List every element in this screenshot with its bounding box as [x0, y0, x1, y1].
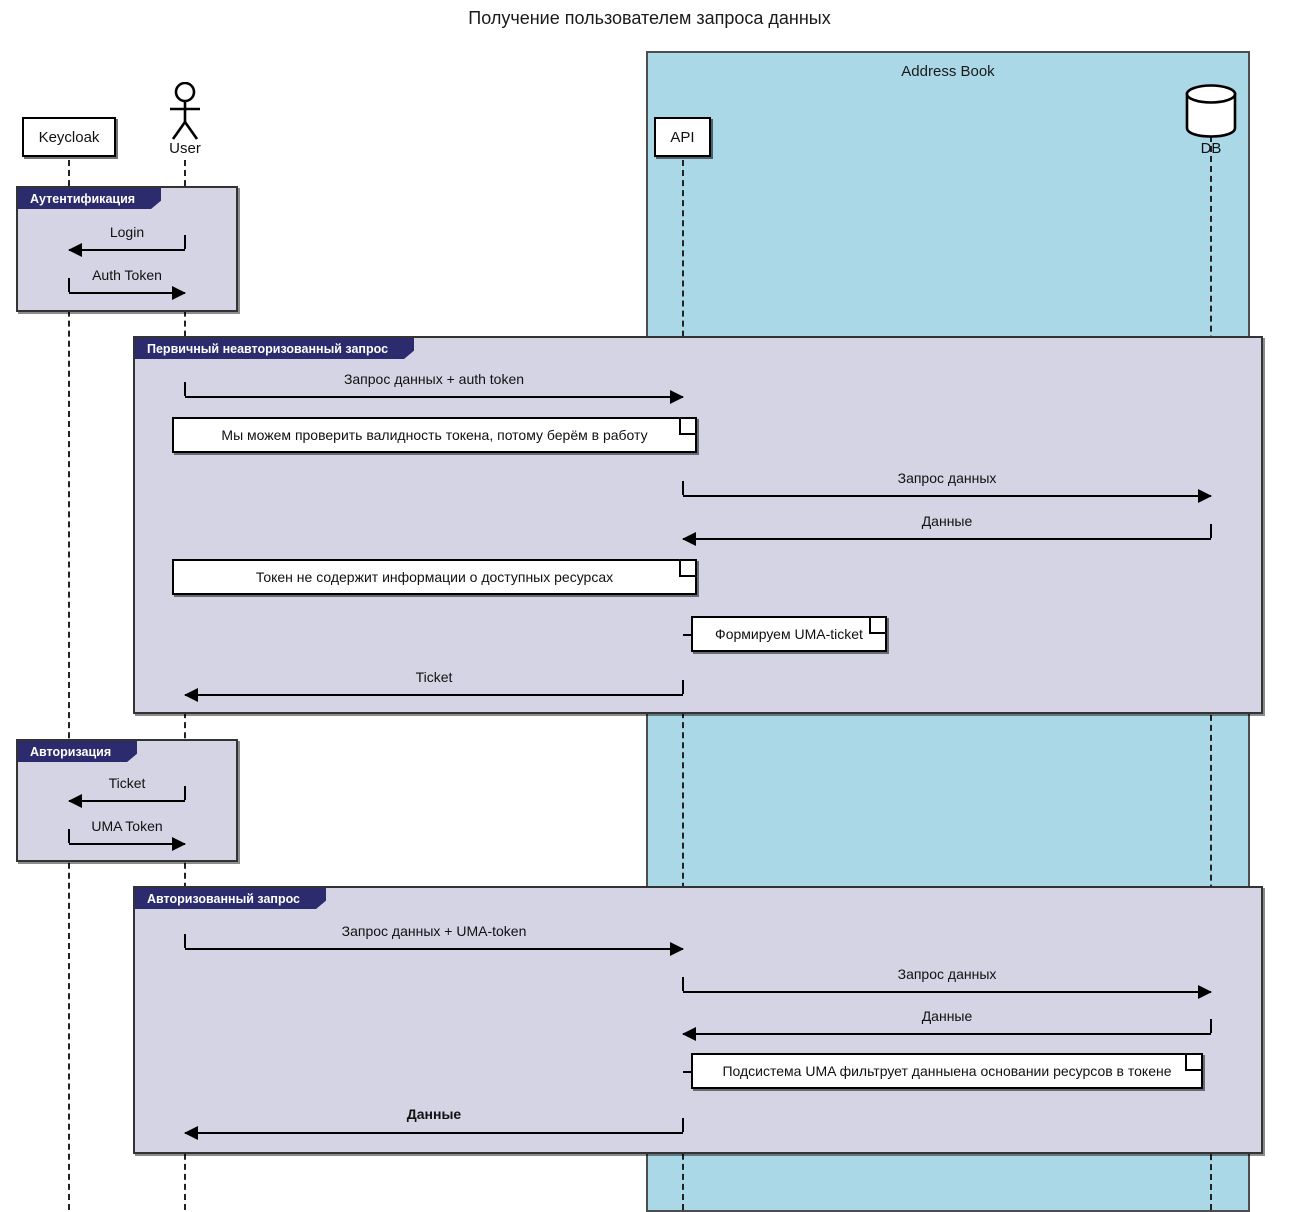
note-fold-icon: [1185, 1053, 1203, 1071]
message-data-request-uma-token-line: [185, 948, 683, 950]
message-db-data-2-arrowhead: [682, 1027, 696, 1041]
lifeline-keycloak: [68, 160, 70, 1210]
message-final-data-arrowhead: [184, 1126, 198, 1140]
message-auth-token-arrowhead: [172, 286, 186, 300]
message-db-data-1-arrowhead: [682, 532, 696, 546]
message-final-data-label: Данные: [406, 1106, 462, 1122]
message-db-data-1-stub: [1210, 524, 1212, 538]
note-uma-filter-text: Подсистема UMA фильтрует данныена основа…: [722, 1063, 1172, 1079]
message-ticket-to-keycloak-stub: [184, 786, 186, 800]
note-no-resources: Токен не содержит информации о доступных…: [172, 559, 697, 595]
message-ticket-to-user-stub: [682, 680, 684, 694]
fragment-label-authentication: Аутентификация: [18, 188, 161, 209]
database-db-icon[interactable]: [1183, 83, 1239, 139]
message-ticket-to-keycloak-label: Ticket: [108, 775, 146, 791]
note-uma-ticket-text: Формируем UMA-ticket: [715, 626, 863, 642]
message-db-request-1-arrowhead: [1198, 489, 1212, 503]
message-data-request-uma-token-label: Запрос данных + UMA-token: [341, 923, 527, 939]
actor-user-icon[interactable]: [161, 82, 209, 142]
participant-keycloak-label: Keycloak: [38, 128, 100, 146]
message-uma-token-arrowhead: [172, 837, 186, 851]
page-title: Получение пользователем запроса данных: [468, 8, 831, 28]
fragment-label-authorization: Авторизация: [18, 741, 137, 762]
message-ticket-to-keycloak-arrowhead: [68, 794, 82, 808]
message-login-label: Login: [109, 224, 145, 240]
message-login-line: [69, 249, 185, 251]
message-data-request-auth-token-line: [185, 396, 683, 398]
message-ticket-to-user-label: Ticket: [415, 669, 453, 685]
message-data-request-uma-token-stub: [184, 934, 186, 948]
message-login-arrowhead: [68, 243, 82, 257]
fragment-authorization: Авторизация: [16, 739, 238, 862]
note-fold-icon: [679, 559, 697, 577]
message-ticket-to-user-arrowhead: [184, 688, 198, 702]
note-fold-icon: [679, 417, 697, 435]
note-uma-ticket-connector: [683, 634, 695, 636]
message-uma-token-label: UMA Token: [91, 818, 163, 834]
message-uma-token-line: [69, 843, 185, 845]
participant-api[interactable]: API: [654, 117, 711, 157]
message-db-request-1-label: Запрос данных: [897, 470, 997, 486]
participant-user-label: User: [169, 140, 201, 157]
message-data-request-uma-token-arrowhead: [670, 942, 684, 956]
note-token-valid-text: Мы можем проверить валидность токена, по…: [221, 427, 648, 443]
message-db-request-2-line: [683, 991, 1211, 993]
message-data-request-auth-token-arrowhead: [670, 390, 684, 404]
message-db-data-1-line: [683, 538, 1211, 540]
message-db-request-1-stub: [682, 481, 684, 495]
message-db-data-2-label: Данные: [921, 1008, 973, 1024]
message-login-stub: [184, 235, 186, 249]
participant-db-label: DB: [1200, 140, 1222, 157]
message-data-request-auth-token-stub: [184, 382, 186, 396]
participant-api-label: API: [670, 128, 695, 146]
message-db-request-2-label: Запрос данных: [897, 966, 997, 982]
message-ticket-to-keycloak-line: [69, 800, 185, 802]
note-uma-filter: Подсистема UMA фильтрует данныена основа…: [691, 1053, 1203, 1089]
message-db-request-2-arrowhead: [1198, 985, 1212, 999]
message-final-data-line: [185, 1132, 683, 1134]
note-token-valid: Мы можем проверить валидность токена, по…: [172, 417, 697, 453]
note-no-resources-text: Токен не содержит информации о доступных…: [255, 569, 614, 585]
message-auth-token-label: Auth Token: [92, 267, 162, 283]
message-ticket-to-user-line: [185, 694, 683, 696]
note-fold-icon: [869, 616, 887, 634]
message-db-request-2-stub: [682, 977, 684, 991]
message-db-request-1-line: [683, 495, 1211, 497]
fragment-label-authorized-request: Авторизованный запрос: [135, 888, 326, 909]
system-boundary-label: Address Book: [901, 63, 995, 80]
message-db-data-1-label: Данные: [921, 513, 973, 529]
message-auth-token-stub: [68, 278, 70, 292]
fragment-authorized-request: Авторизованный запрос: [133, 886, 1263, 1154]
fragment-label-first-unauthorized-request: Первичный неавторизованный запрос: [135, 338, 414, 359]
message-final-data-stub: [682, 1118, 684, 1132]
message-data-request-auth-token-label: Запрос данных + auth token: [343, 371, 525, 387]
message-db-data-2-line: [683, 1033, 1211, 1035]
message-db-data-2-stub: [1210, 1019, 1212, 1033]
message-auth-token-line: [69, 292, 185, 294]
message-uma-token-stub: [68, 829, 70, 843]
note-uma-ticket: Формируем UMA-ticket: [691, 616, 887, 652]
participant-keycloak[interactable]: Keycloak: [22, 117, 116, 157]
note-uma-filter-connector: [683, 1071, 695, 1073]
